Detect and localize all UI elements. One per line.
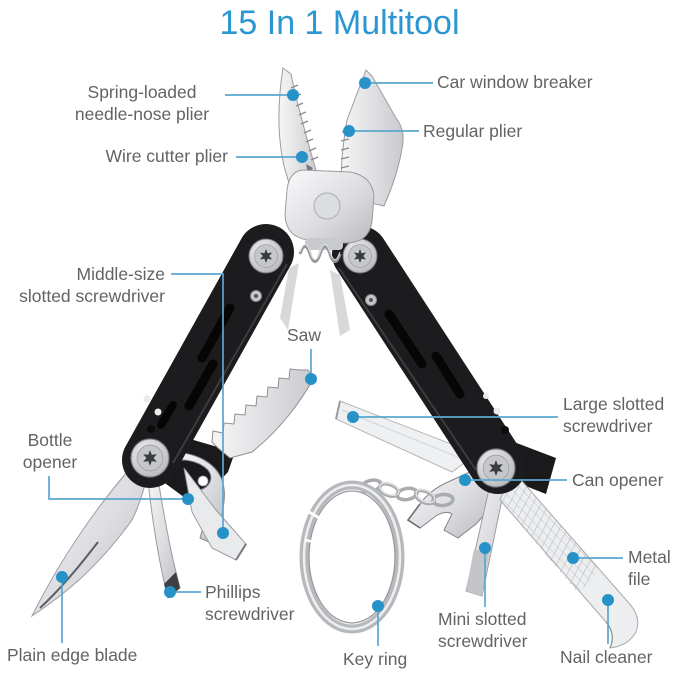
dot-mini-slotted [479,542,491,554]
dot-regular-plier [343,125,355,137]
handles-layer [122,224,526,494]
dot-spring-loaded [287,89,299,101]
label-plain-edge-blade: Plain edge blade [7,645,138,665]
dot-bottle-opener [182,493,194,505]
mini-slotted-tip [466,549,489,596]
label-key-ring: Key ring [343,649,408,669]
label-bottle-opener: Bottle opener [22,430,78,472]
left-liner [280,263,299,330]
dot-car-window-breaker [359,77,371,89]
label-spring-loaded-needle-nose-plier: Spring-loaded needle-nose plier [74,82,210,124]
right-rivet-3 [501,426,509,434]
lead-bottle-opener [48,476,186,500]
label-regular-plier: Regular plier [423,121,523,141]
label-mini-slotted-screwdriver: Mini slotted screwdriver [438,609,528,651]
right-handle-slot-1 [384,309,427,369]
spring-coil-highlight [299,244,341,260]
right-handle-slot-2 [431,351,465,399]
label-large-slotted-screwdriver: Large slotted screwdriver [563,394,665,436]
dot-plain-edge [56,571,68,583]
tools-layer [30,368,639,649]
spring-seat [305,238,343,250]
dot-nail-cleaner [602,594,614,606]
can-opener-tool [407,461,495,539]
left-rivet-1 [143,395,151,403]
spring-coil [298,245,342,263]
bottle-opener-notch [197,475,209,487]
left-bottom-screw [131,439,169,477]
left-small-screw-center [254,294,258,298]
label-wire-cutter-plier: Wire cutter plier [105,146,228,166]
can-opener-edge [406,503,421,529]
key-ring-split-2 [304,538,319,545]
right-bottom-screw [477,449,515,487]
label-car-window-breaker: Car window breaker [437,72,593,92]
saw-tool [211,368,315,459]
left-handle-slot-3 [157,401,177,429]
dot-can-opener [459,474,471,486]
dot-wire-cutter [296,151,308,163]
dot-saw [305,373,317,385]
large-slotted-tip-face [335,400,341,420]
right-handle [332,226,526,494]
dot-large-slotted [347,411,359,423]
dot-metal-file [567,552,579,564]
left-handle-highlight [172,263,288,464]
right-liner [330,270,350,336]
page-title: 15 In 1 Multitool [219,4,460,42]
left-handle-slot-1 [197,303,235,363]
label-can-opener: Can opener [572,470,664,490]
lead-middle-size [171,273,224,531]
key-ring-inner-line [308,490,396,624]
callouts [48,77,623,646]
label-nail-cleaner: Nail cleaner [560,647,653,667]
right-handle-highlight [338,267,477,471]
blade-bevel [39,541,99,609]
keyring-layer [299,478,455,634]
label-middle-size-slotted-screwdriver: Middle-size slotted screwdriver [19,264,165,306]
label-saw: Saw [287,325,322,345]
label-phillips-screwdriver: Phillips screwdriver [205,582,295,624]
left-rivet-3 [147,425,155,433]
right-small-screw-center [369,298,373,302]
large-slotted-ridge [341,409,461,459]
middle-slotted-tip-face [235,543,247,561]
pivot-hole [313,192,341,220]
plier-head [278,67,404,336]
right-top-screw [343,239,377,273]
regular-jaw [340,69,404,207]
dot-key-ring [372,600,384,612]
left-rivet-2 [154,408,162,416]
left-handle-slot-2 [184,359,218,411]
left-top-screw [249,239,283,273]
key-ring-split-1 [308,510,322,521]
label-metal-file: Metal file [628,547,671,589]
right-rivet-1 [483,393,489,399]
dot-phillips [164,586,176,598]
dot-middle-size [217,527,229,539]
key-ring-highlight [302,483,402,631]
right-rivet-2 [493,407,501,415]
